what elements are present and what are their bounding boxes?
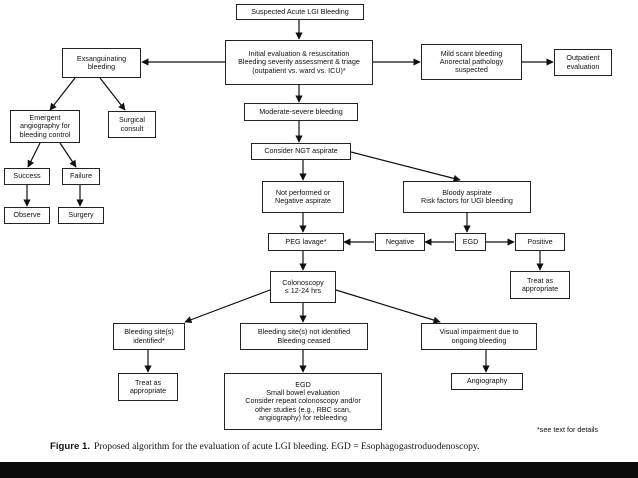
footnote: *see text for details [537,425,599,434]
box-success: Success [4,168,50,185]
box-treat-left: Treat as appropriate [118,373,178,401]
box-initial: Initial evaluation & resuscitation Bleed… [225,40,373,85]
box-outpatient: Outpatient evaluation [554,49,612,76]
box-bloody: Bloody aspirate Risk factors for UGI ble… [403,181,531,213]
box-visual: Visual impairment due to ongoing bleedin… [421,323,537,350]
box-peg: PEG lavage* [268,233,344,251]
box-emergent: Emergent angiography for bleeding contro… [10,110,80,143]
arrow-ngt-to-bloody [350,151,461,182]
box-surgery: Surgery [58,207,104,224]
box-failure: Failure [62,168,100,185]
bottom-bar [0,462,638,478]
box-negative: Negative [375,233,425,251]
arrow-emergent-to-failure [59,142,77,168]
box-observe: Observe [4,207,50,224]
box-colonoscopy: Colonoscopy ≤ 12-24 hrs [270,271,336,303]
arrow-colonoscopy-to-visual [335,289,441,324]
caption-label: Figure 1. [50,441,90,452]
box-not-performed: Not performed or Negative aspirate [262,181,344,213]
arrow-emergent-to-success [27,142,41,168]
figure-caption: Figure 1.Proposed algorithm for the eval… [50,441,480,452]
box-exsanguinating: Exsanguinating bleeding [62,48,141,78]
caption-text: Proposed algorithm for the evaluation of… [93,441,480,452]
box-treat-right: Treat as appropriate [510,271,570,299]
arrow-exsanguinating-to-surgical [99,77,126,111]
box-moderate: Moderate-severe bleeding [244,103,358,121]
box-suspected: Suspected Acute LGI Bleeding [236,4,364,20]
box-mild: Mild scant bleeding Anorectal pathology … [421,44,522,80]
box-ngt: Consider NGT aspirate [251,143,351,160]
box-egd-bottom: EGD Small bowel evaluation Consider repe… [224,373,382,430]
arrow-colonoscopy-to-site [184,289,271,324]
box-surgical-consult: Surgical consult [108,111,156,138]
box-site-not-identified: Bleeding site(s) not identified Bleeding… [240,323,368,350]
box-site-identified: Bleeding site(s) identified* [113,323,185,350]
box-angiography: Angiography [451,373,523,390]
arrow-exsanguinating-to-emergent [49,77,76,111]
box-egd-mid: EGD [455,233,486,251]
box-positive: Positive [515,233,565,251]
